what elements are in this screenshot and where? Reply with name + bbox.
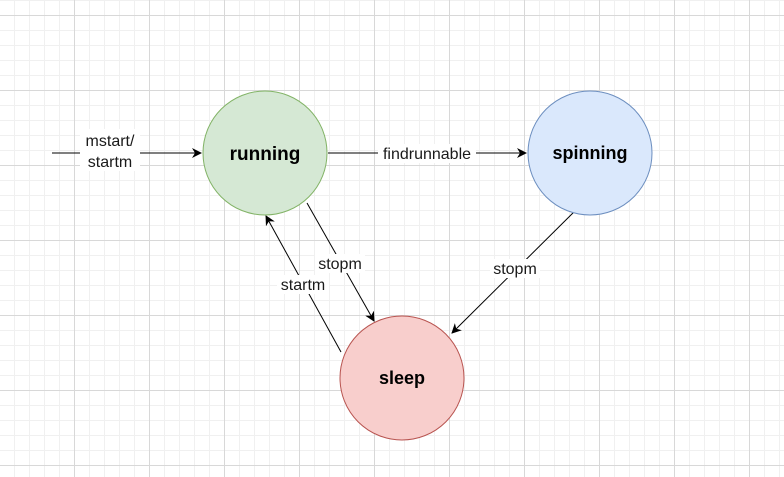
entry-edge-label-line1: mstart/ <box>86 133 135 150</box>
running-to-spinning-label-bg <box>378 144 476 163</box>
sleep-to-running-label-bg <box>277 275 329 294</box>
spinning-to-sleep-label: stopm <box>490 259 540 278</box>
entry-edge-label-line2: startm <box>88 154 132 171</box>
entry-edge-label: mstart/ startm <box>80 129 140 171</box>
node-sleep[interactable]: sleep <box>339 315 465 441</box>
node-running[interactable]: running <box>202 90 328 216</box>
sleep-to-running-label: startm <box>277 275 329 294</box>
running-to-spinning-label-text: findrunnable <box>383 146 471 163</box>
node-sleep-shape <box>339 315 465 441</box>
node-spinning[interactable]: spinning <box>527 90 653 216</box>
entry-edge-label-bg <box>80 129 140 171</box>
node-running-label: running <box>230 144 301 165</box>
node-sleep-label: sleep <box>379 368 425 388</box>
sleep-to-running-label-text: startm <box>281 277 325 294</box>
running-to-spinning-label: findrunnable <box>378 144 476 163</box>
running-to-sleep-label-text: stopm <box>318 256 362 273</box>
spinning-to-sleep-label-bg <box>490 259 540 278</box>
node-spinning-shape <box>527 90 653 216</box>
running-to-sleep-label-bg <box>315 254 365 273</box>
spinning-to-sleep-label-text: stopm <box>493 261 537 278</box>
running-to-sleep-label: stopm <box>315 254 365 273</box>
node-running-shape <box>202 90 328 216</box>
node-spinning-label: spinning <box>553 143 628 163</box>
